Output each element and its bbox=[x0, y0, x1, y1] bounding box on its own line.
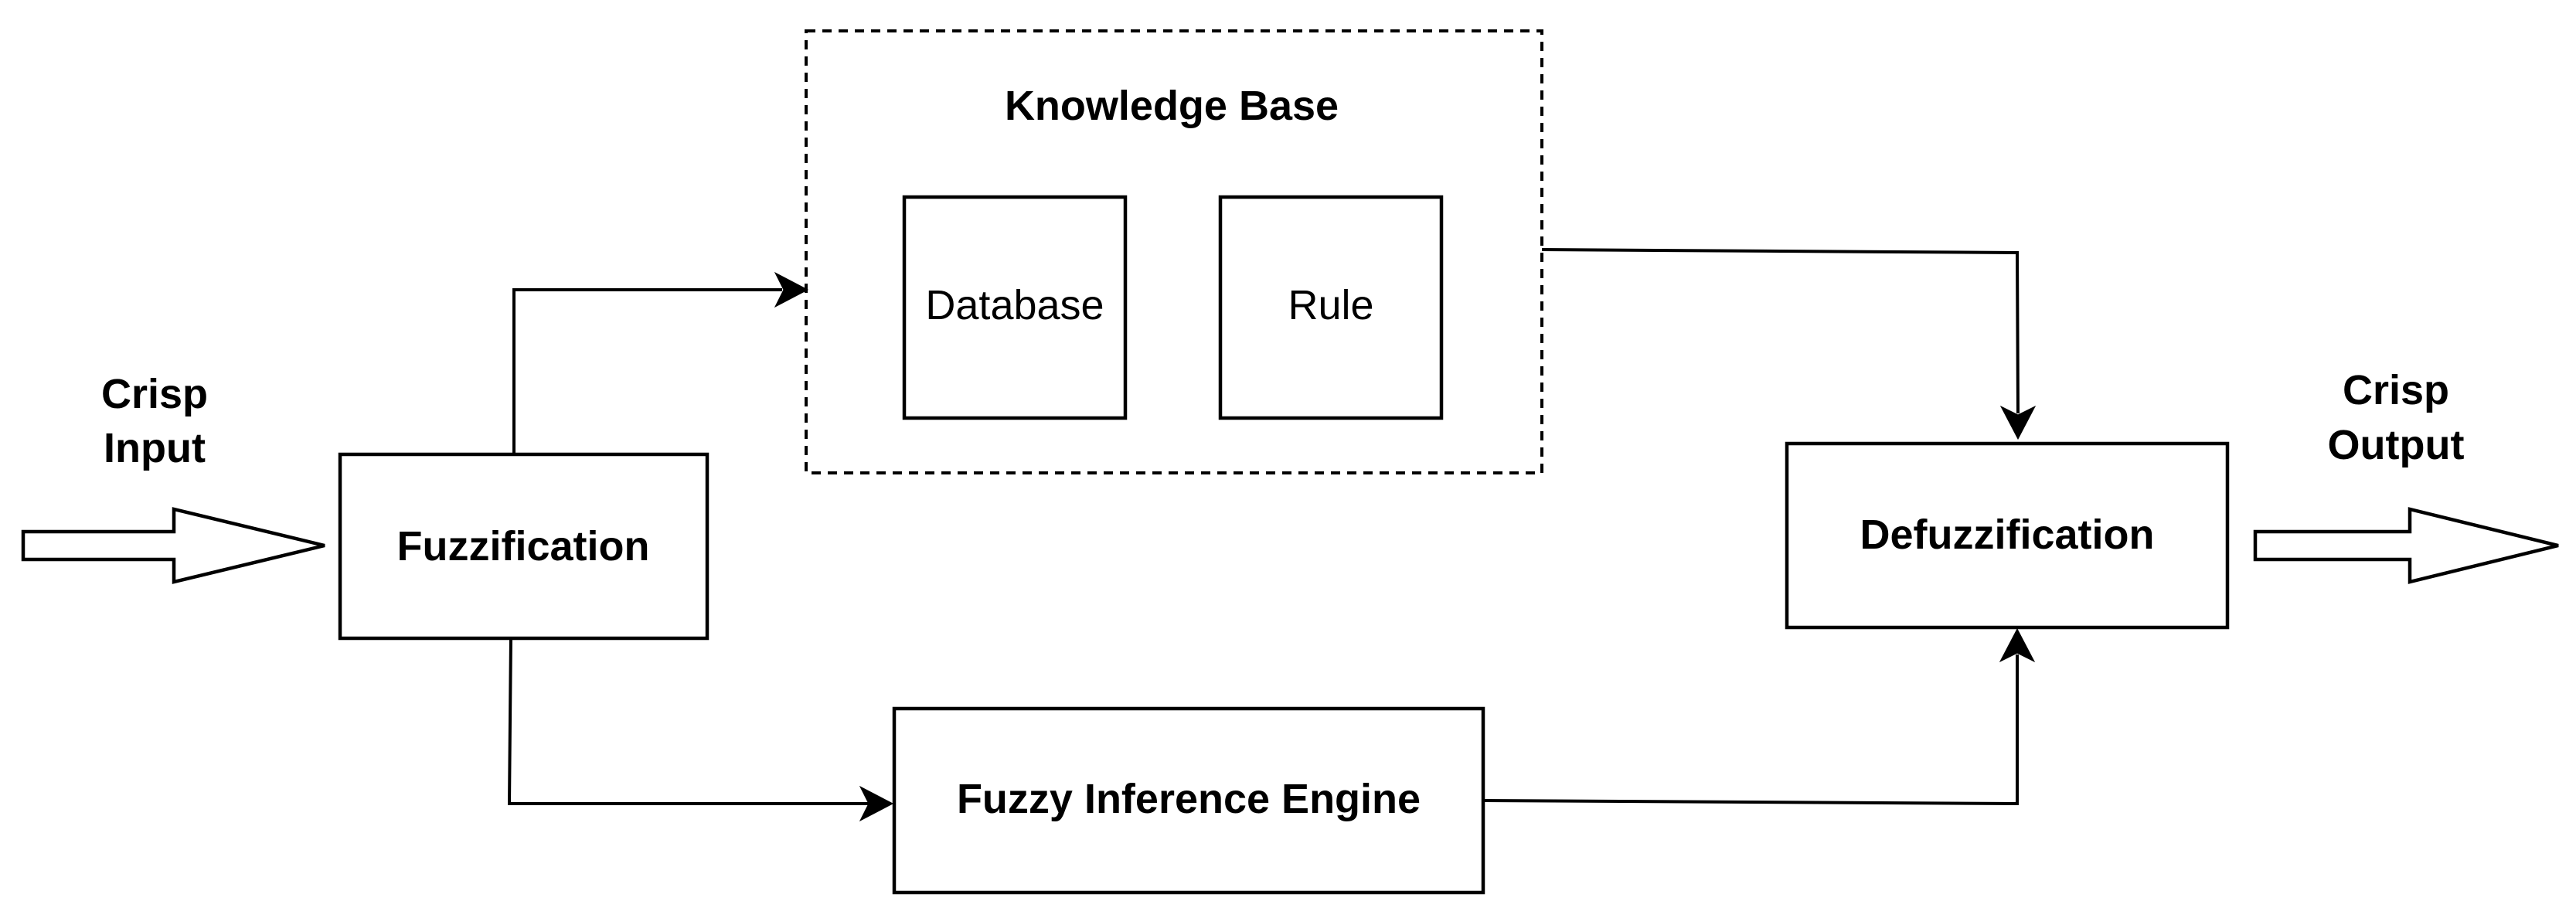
database-label: Database bbox=[925, 282, 1104, 328]
crisp-input-arrow bbox=[21, 507, 325, 584]
crisp-output-line2: Output bbox=[2328, 422, 2465, 468]
crisp-input-line2: Input bbox=[104, 425, 206, 471]
edge-inference-engine-to-defuzzification bbox=[1482, 627, 2036, 806]
crisp-output-label: Crisp Output bbox=[2328, 367, 2465, 468]
defuzzification-box: Defuzzification bbox=[1785, 441, 2230, 630]
edge-fuzzification-to-knowledge-base bbox=[512, 271, 809, 454]
edge-knowledge-base-to-defuzzification bbox=[1541, 248, 2037, 440]
fuzzy-inference-engine-label: Fuzzy Inference Engine bbox=[957, 776, 1421, 822]
knowledge-base-title: Knowledge Base bbox=[1005, 83, 1339, 129]
defuzzification-label: Defuzzification bbox=[1860, 512, 2154, 558]
rule-box: Rule bbox=[1218, 195, 1444, 420]
crisp-input-label: Crisp Input bbox=[101, 371, 208, 471]
fuzzification-label: Fuzzification bbox=[397, 523, 650, 570]
crisp-output-line1: Crisp bbox=[2343, 367, 2449, 413]
knowledge-base-container: Knowledge Base bbox=[805, 29, 1543, 474]
database-box: Database bbox=[902, 195, 1128, 420]
fuzzy-inference-engine-box: Fuzzy Inference Engine bbox=[892, 706, 1485, 895]
rule-label: Rule bbox=[1288, 282, 1373, 328]
fuzzification-box: Fuzzification bbox=[338, 452, 710, 641]
crisp-output-arrow bbox=[2253, 507, 2559, 584]
edge-fuzzification-to-inference-engine bbox=[507, 638, 894, 822]
crisp-input-line1: Crisp bbox=[101, 371, 208, 417]
